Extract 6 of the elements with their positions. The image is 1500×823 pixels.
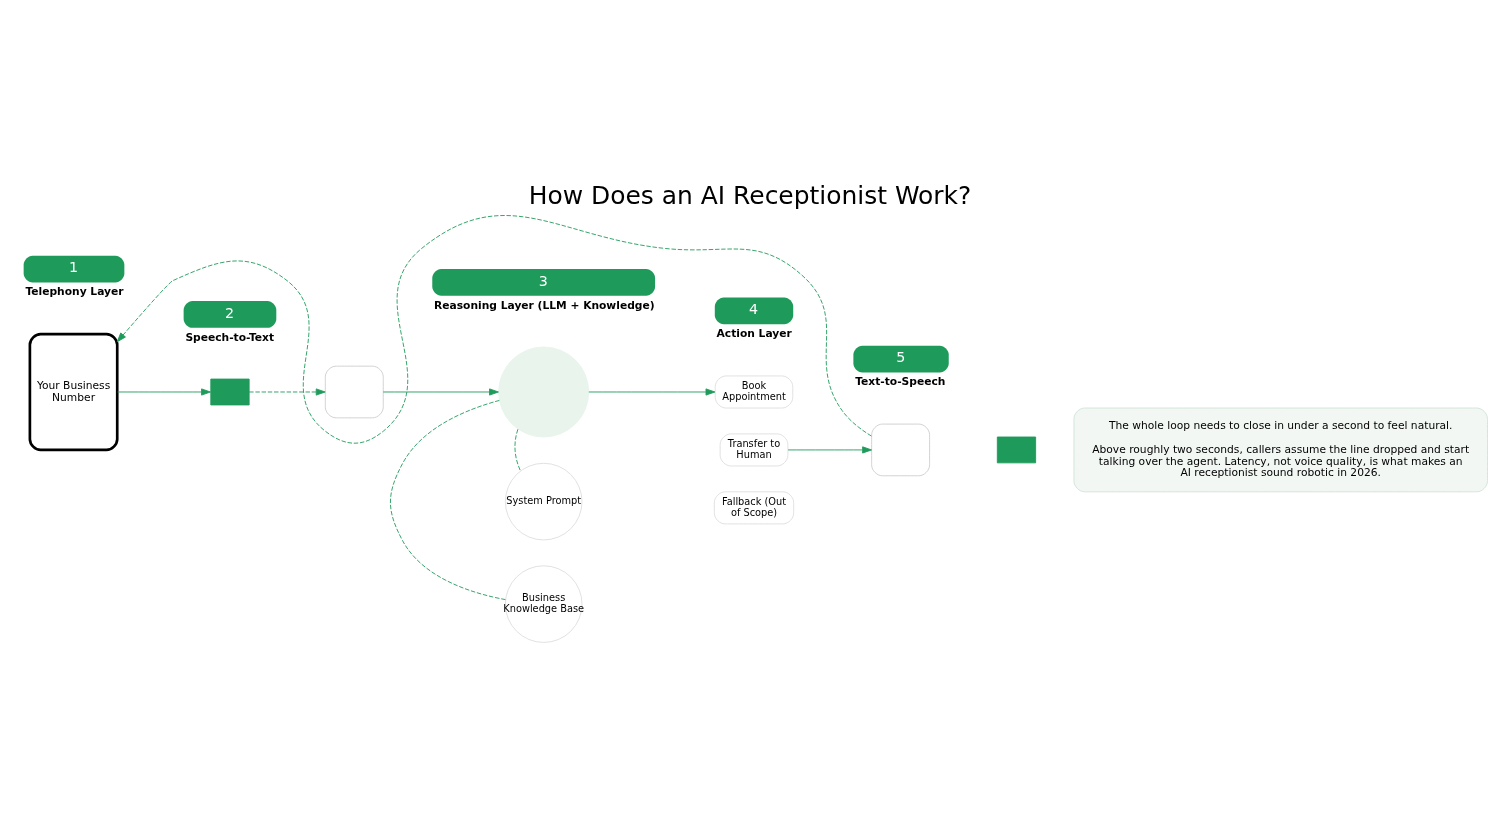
diagram-title: How Does an AI Receptionist Work? — [528, 181, 972, 211]
node-label: Reasoning Layer (LLM + Knowledge) — [434, 298, 655, 312]
node-label: Speech-to-Text — [185, 330, 275, 344]
node-label: Action Layer — [716, 327, 792, 341]
node-label: Telephony Layer — [25, 285, 124, 299]
node-label: Text-to-Speech — [855, 375, 946, 389]
